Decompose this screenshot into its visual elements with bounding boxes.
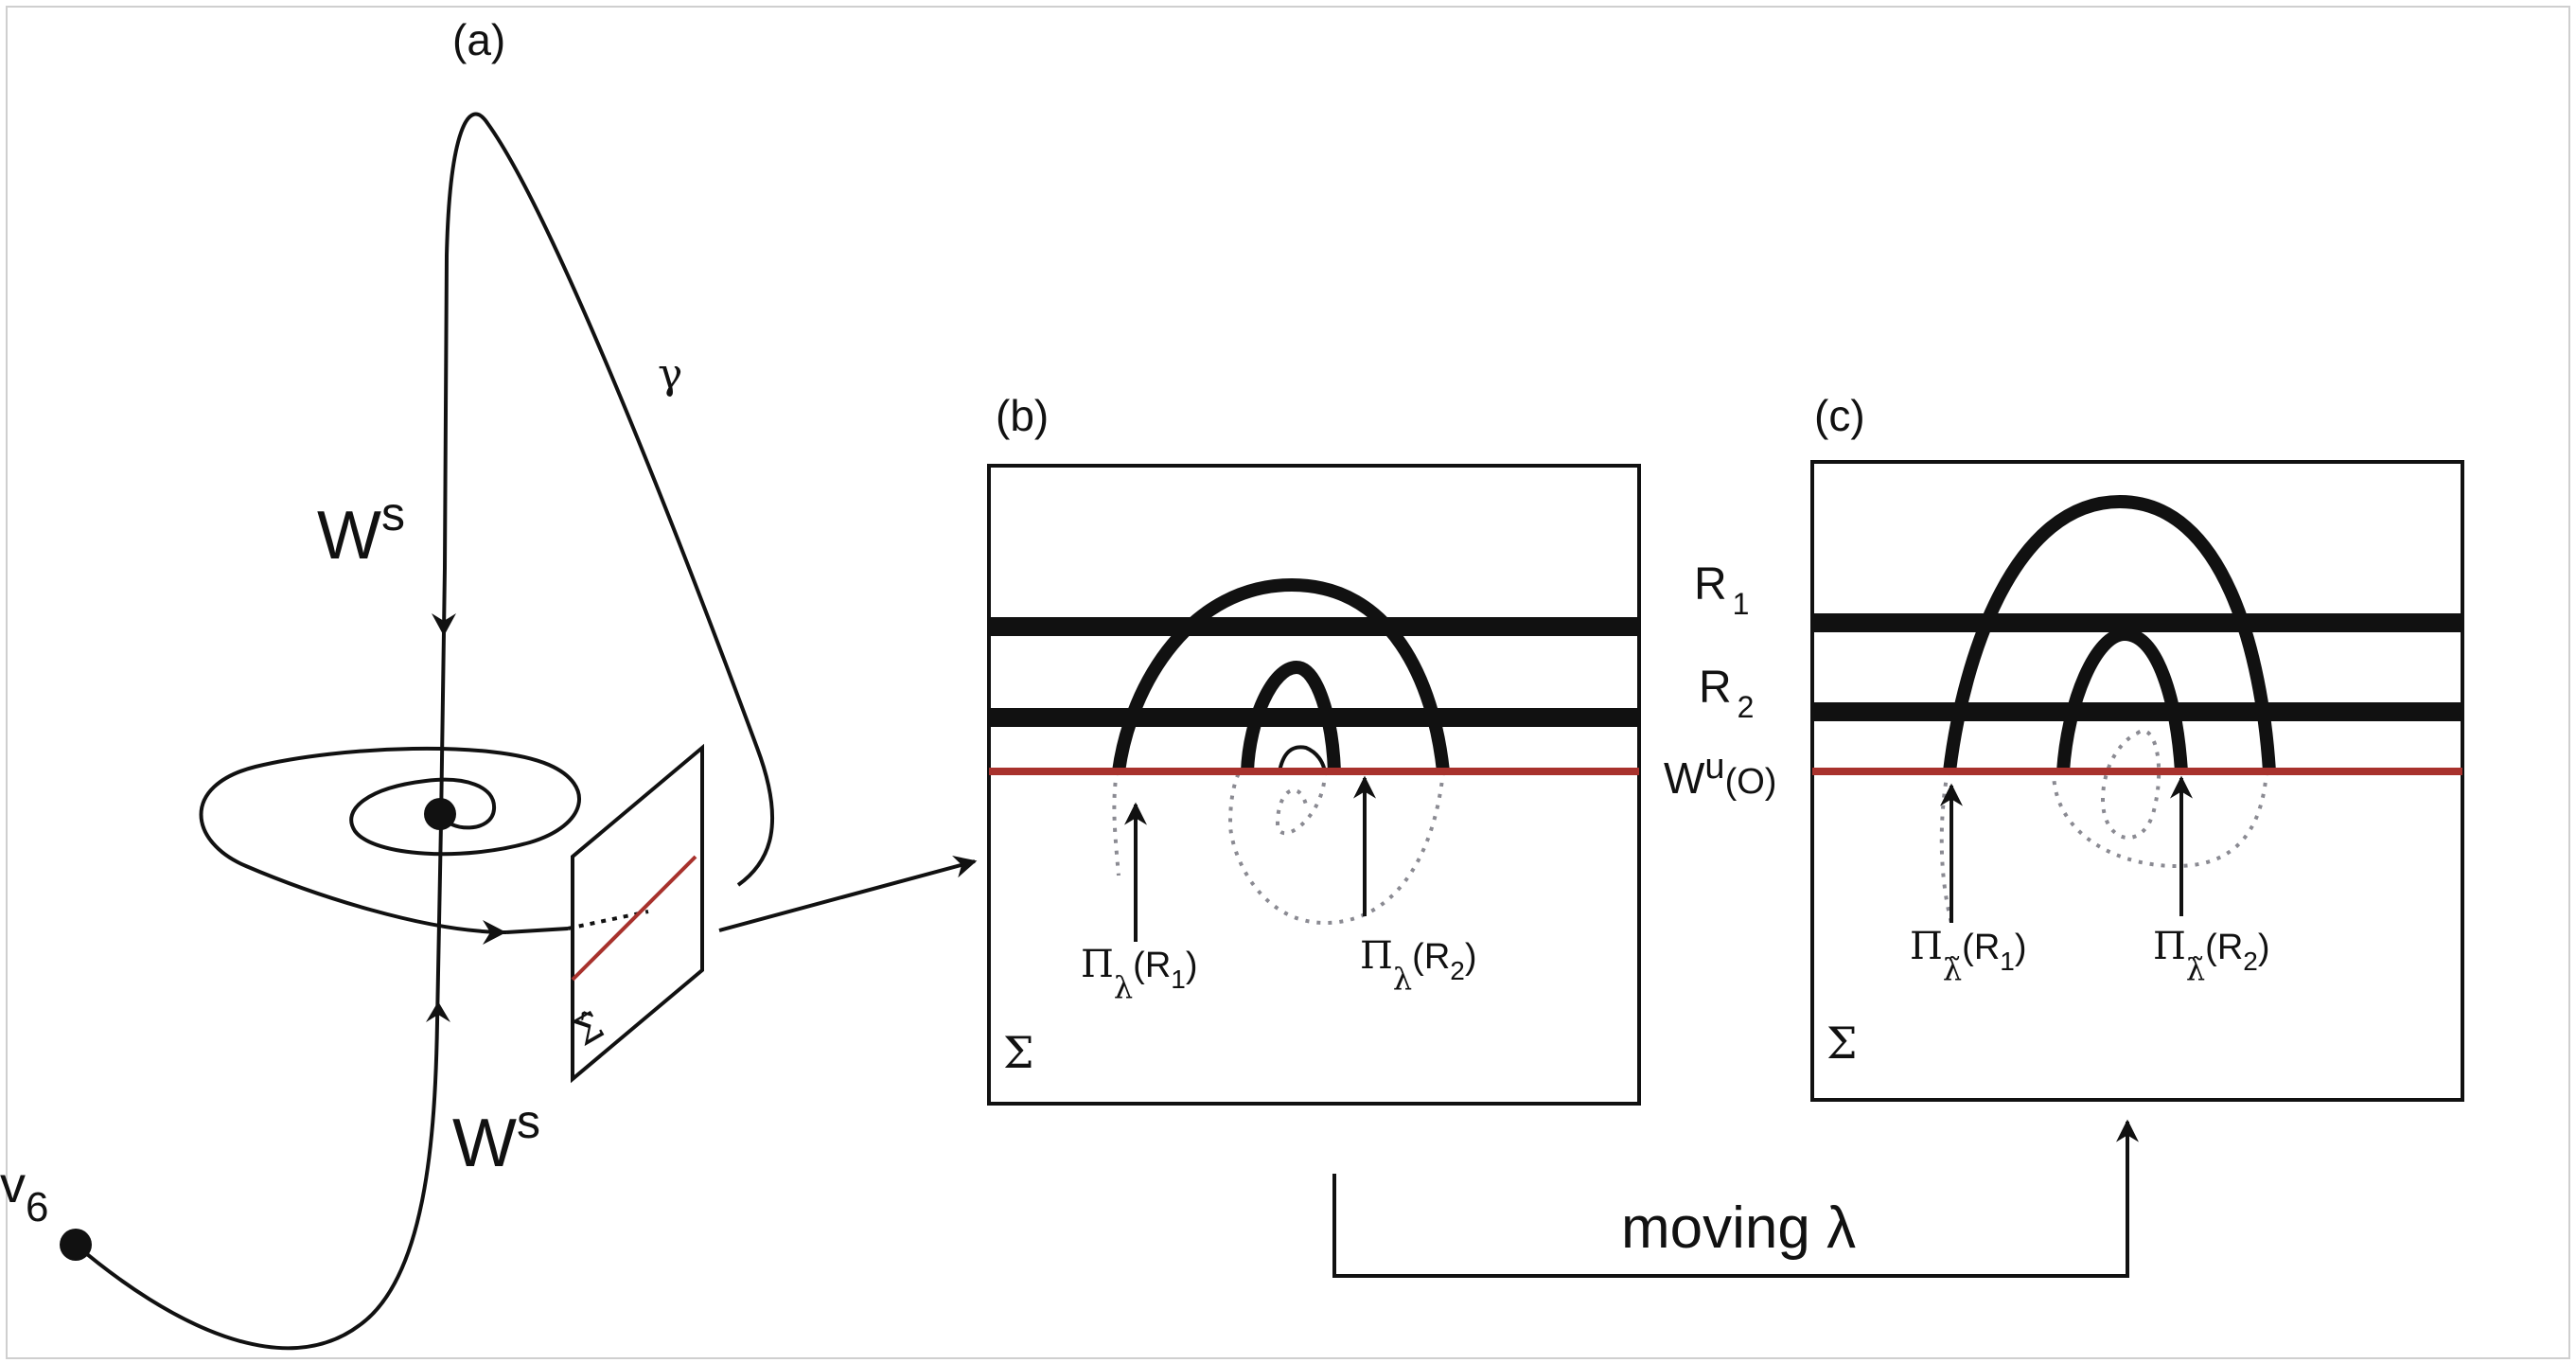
wu-label: Wu(O) <box>1664 747 1776 803</box>
gamma-label: γ <box>658 350 682 398</box>
spiral-exit-line <box>505 927 569 934</box>
panel-b: (b) Πλ(R1) Πλ(R2) Σ <box>987 391 1641 1106</box>
b-dotted-outer-left <box>1112 770 1120 876</box>
cross-section-sigma-hat <box>571 743 704 1084</box>
b-tiny-curve <box>1278 745 1327 772</box>
spiral-orbit <box>199 746 581 934</box>
panel-a: (a) γ Ws Ws v6 Σ̂ <box>0 15 978 1351</box>
spiral-hidden-dots <box>567 910 649 930</box>
b-pi1-label: Πλ(R1) <box>1081 943 1198 1005</box>
c-pi1-label: Πλ̃(R1) <box>1910 925 2027 987</box>
gamma-orbit <box>439 112 775 887</box>
equilibrium-point <box>424 798 456 830</box>
b-sigma-label: Σ <box>1003 1027 1034 1078</box>
c-sigma-label: Σ <box>1826 1018 1858 1069</box>
spiral-flow-arrow <box>483 920 506 945</box>
b-dotted-spiral <box>1227 770 1445 926</box>
lower-ws-orbit <box>74 823 443 1351</box>
b-outer-curve <box>1112 577 1450 772</box>
panel-a-tag: (a) <box>452 15 505 64</box>
cross-section-red-line <box>571 855 697 982</box>
lower-ws-arrow <box>426 1001 450 1022</box>
moving-lambda-label: moving λ <box>1621 1195 1856 1261</box>
to-panel-b-arrow <box>718 856 978 932</box>
v6-point <box>60 1229 92 1261</box>
moving-connector: moving λ <box>1332 1119 2139 1278</box>
panel-c-tag: (c) <box>1814 391 1865 440</box>
panel-c: (c) Πλ̃(R1) Πλ̃(R2) Σ <box>1810 391 2464 1102</box>
ws-upper-label: Ws <box>317 487 405 574</box>
moving-arrow <box>1332 1119 2139 1278</box>
upper-ws-arrow <box>432 613 456 636</box>
b-pi2-label: Πλ(R2) <box>1360 934 1477 997</box>
c-dotted-spiral <box>2052 729 2268 869</box>
v6-label: v6 <box>0 1157 48 1230</box>
panel-b-box <box>987 464 1641 1106</box>
panel-b-tag: (b) <box>996 391 1049 440</box>
c-outer-curve <box>1943 494 2276 772</box>
c-pi2-label: Πλ̃(R2) <box>2153 925 2270 987</box>
panel-c-box <box>1810 460 2464 1102</box>
ws-lower-label: Ws <box>452 1095 540 1181</box>
